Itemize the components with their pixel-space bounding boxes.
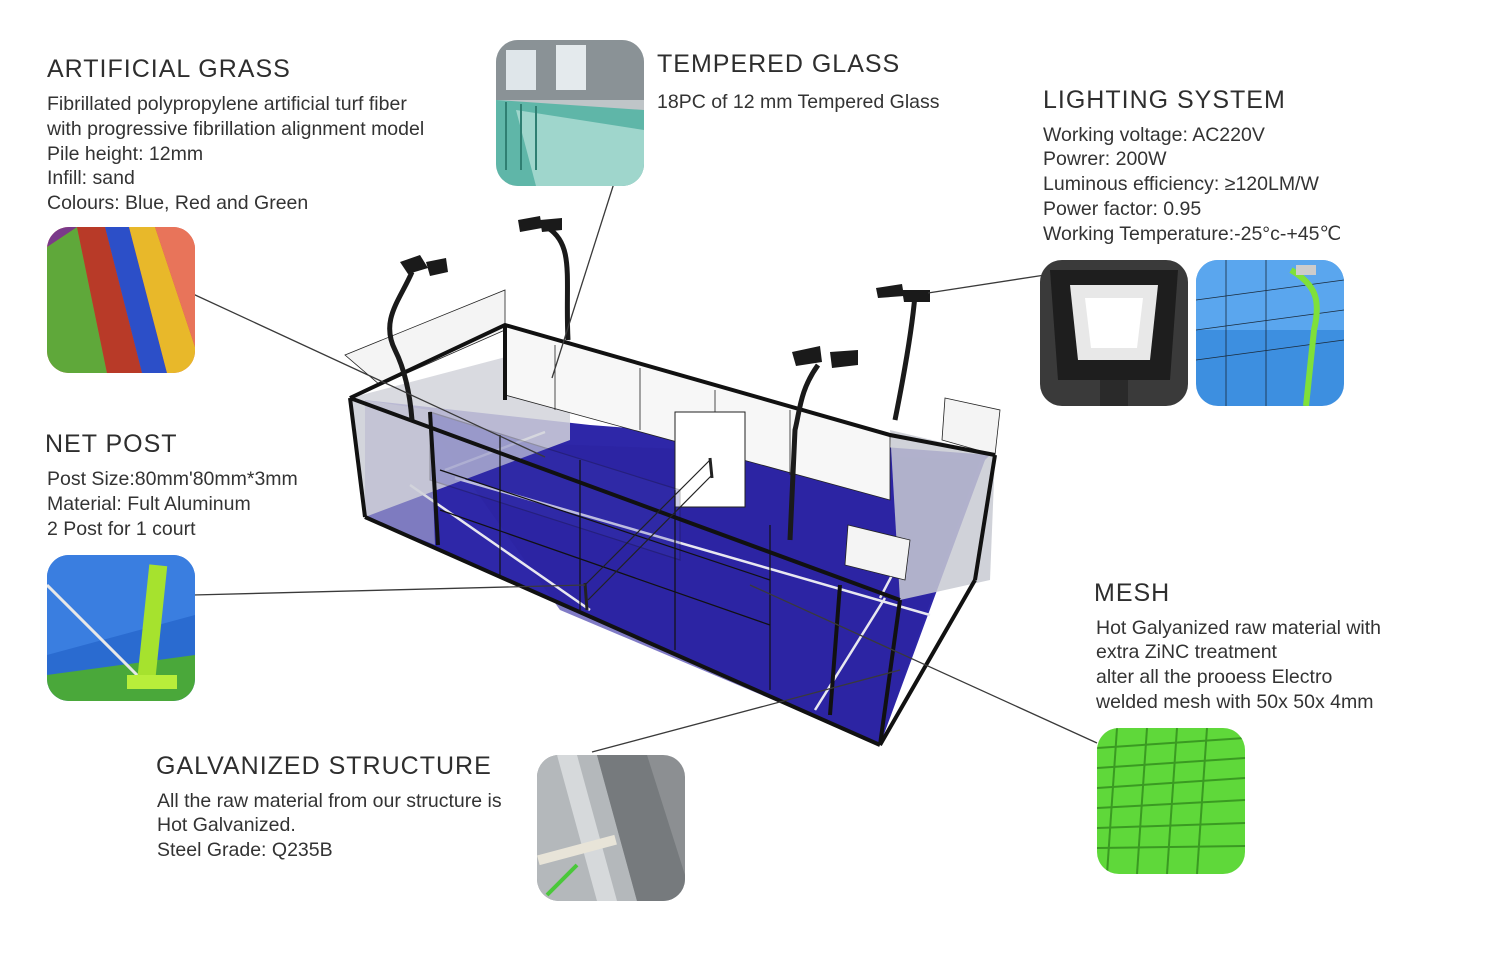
text-line: All the raw material from our structure …	[157, 790, 502, 812]
text-line: Pile height: 12mm	[47, 143, 204, 165]
left-front-glass	[350, 398, 435, 545]
glass-panels-photo-icon	[496, 40, 644, 186]
text-line: 2 Post for 1 court	[47, 518, 196, 540]
floodlight-heads	[400, 216, 930, 368]
text-line: alter all the prooess Electro	[1096, 666, 1333, 688]
text-line: Working voltage: AC220V	[1043, 124, 1265, 146]
right-glass-wall	[890, 430, 995, 600]
net-post-heading: NET POST	[45, 430, 178, 458]
text-line: Luminous efficiency: ≥120LM/W	[1043, 173, 1319, 195]
light-poles	[387, 225, 918, 541]
text-line: Colours: Blue, Red and Green	[47, 192, 309, 214]
text-line: Working Temperature:-25°c-+45℃	[1043, 223, 1342, 245]
text-line: Hot Galvanized.	[157, 814, 296, 836]
steel-structure-photo-icon	[537, 755, 685, 901]
court-frame	[348, 322, 997, 747]
galvanized-structure-heading: GALVANIZED STRUCTURE	[156, 752, 492, 780]
text-line: welded mesh with 50x 50x 4mm	[1096, 691, 1374, 713]
artificial-grass-heading: ARTIFICIAL GRASS	[47, 55, 291, 83]
text-line: Material: Fult Aluminum	[47, 493, 251, 515]
court-floor-shade	[440, 440, 980, 745]
text-line: extra ZiNC treatment	[1096, 641, 1277, 663]
text-line: Post Size:80mm'80mm*3mm	[47, 468, 298, 490]
text-line: Hot Galyanized raw material with	[1096, 617, 1382, 639]
turf-samples-photo-icon	[47, 227, 195, 373]
light-pole-photo-icon	[1196, 260, 1344, 406]
text-line: Power factor: 0.95	[1043, 198, 1202, 220]
floodlight-photo-icon	[1040, 260, 1188, 406]
text-line: Infill: sand	[47, 167, 135, 189]
green-mesh-photo-icon	[1097, 728, 1245, 874]
mesh-heading: MESH	[1094, 579, 1171, 607]
text-line: with progressive fibrillation alignment …	[47, 118, 425, 140]
court-net	[583, 457, 714, 611]
net-post-photo-icon	[47, 555, 195, 701]
leader-lines	[192, 179, 1098, 753]
text-line: Powrer: 200W	[1043, 148, 1167, 170]
text-line: Steel Grade: Q235B	[157, 839, 333, 861]
lighting-system-heading: LIGHTING SYSTEM	[1043, 86, 1286, 114]
text-line: Fibrillated polypropylene artificial tur…	[47, 93, 407, 115]
tempered-glass-heading: TEMPERED GLASS	[657, 50, 901, 78]
tempered-glass-description: 18PC of 12 mm Tempered Glass	[657, 91, 940, 113]
